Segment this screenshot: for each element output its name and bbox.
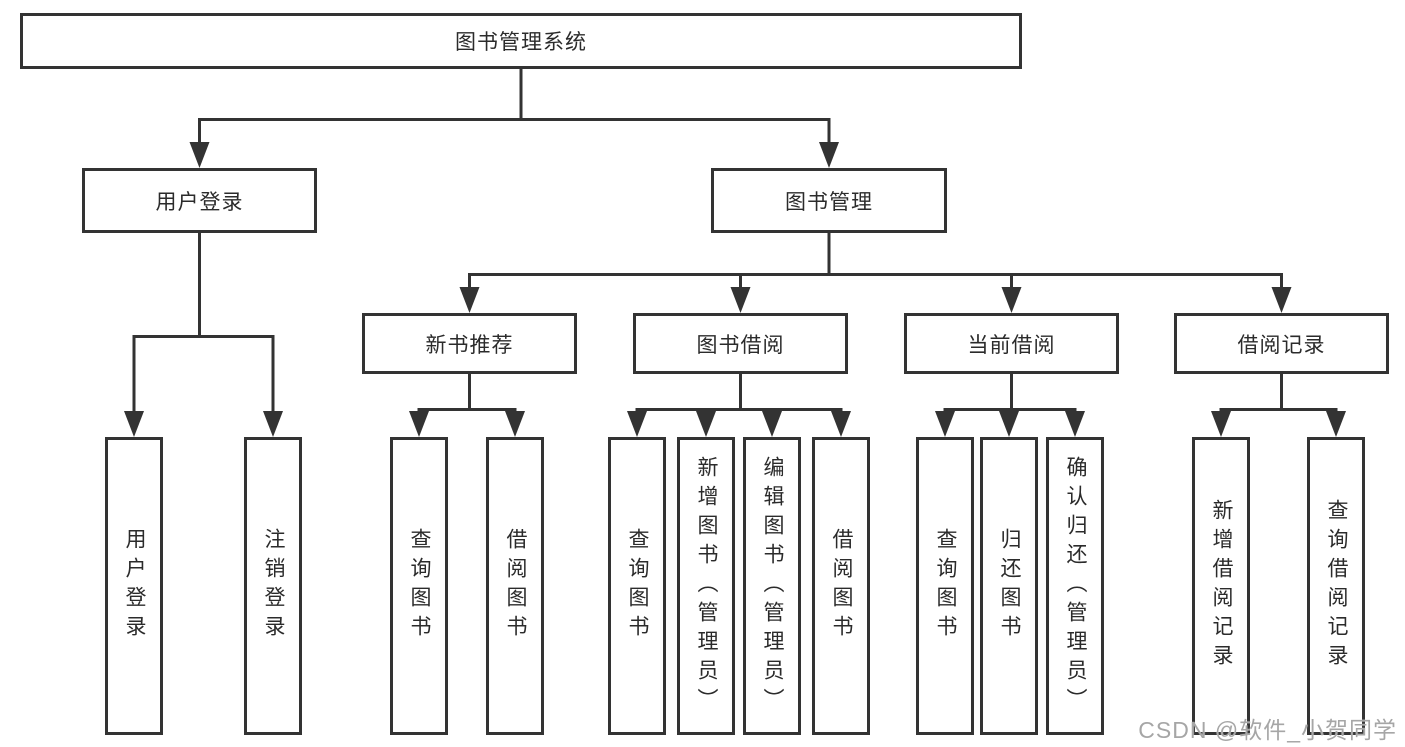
leaf-borrow-books-label: 借阅图书 (504, 528, 527, 644)
node-user-login-label: 用户登录 (155, 190, 244, 214)
node-root: 图书管理系统 (20, 13, 1022, 69)
node-borrow-records-label: 借阅记录 (1237, 333, 1326, 357)
node-borrow-records: 借阅记录 (1174, 313, 1389, 374)
leaf-confirm-return-admin: 确认归还（管理员） (1046, 437, 1104, 735)
leaf-query-books-3-label: 查询图书 (934, 528, 957, 644)
node-current-borrow-label: 当前借阅 (967, 333, 1056, 357)
node-book-borrow-label: 图书借阅 (696, 333, 785, 357)
leaf-borrow-books-2: 借阅图书 (812, 437, 870, 735)
node-current-borrow: 当前借阅 (904, 313, 1119, 374)
connector-arrowheads (124, 142, 1346, 437)
leaf-user-login-label: 用户登录 (123, 528, 146, 644)
node-new-book-recommend-label: 新书推荐 (425, 333, 514, 357)
leaf-add-books-admin-label: 新增图书（管理员） (695, 455, 718, 717)
leaf-edit-books-admin-label: 编辑图书（管理员） (761, 455, 784, 717)
leaf-return-books-label: 归还图书 (998, 528, 1021, 644)
leaf-query-books-3: 查询图书 (916, 437, 974, 735)
leaf-add-books-admin: 新增图书（管理员） (677, 437, 735, 735)
leaf-logout-label: 注销登录 (262, 528, 285, 644)
leaf-query-books-2: 查询图书 (608, 437, 666, 735)
leaf-borrow-books-2-label: 借阅图书 (830, 528, 853, 644)
node-book-management: 图书管理 (711, 168, 947, 233)
leaf-borrow-books: 借阅图书 (486, 437, 544, 735)
leaf-query-borrow-record: 查询借阅记录 (1307, 437, 1365, 735)
leaf-user-login: 用户登录 (105, 437, 163, 735)
csdn-watermark: CSDN @软件_小贺同学 (1138, 717, 1397, 743)
leaf-logout: 注销登录 (244, 437, 302, 735)
leaf-add-borrow-record-label: 新增借阅记录 (1210, 499, 1233, 673)
leaf-return-books: 归还图书 (980, 437, 1038, 735)
node-new-book-recommend: 新书推荐 (362, 313, 577, 374)
leaf-query-books-label: 查询图书 (408, 528, 431, 644)
node-book-management-label: 图书管理 (785, 190, 873, 214)
node-book-borrow: 图书借阅 (633, 313, 848, 374)
leaf-query-books: 查询图书 (390, 437, 448, 735)
leaf-query-books-2-label: 查询图书 (626, 528, 649, 644)
leaf-edit-books-admin: 编辑图书（管理员） (743, 437, 801, 735)
leaf-confirm-return-admin-label: 确认归还（管理员） (1064, 455, 1087, 717)
leaf-add-borrow-record: 新增借阅记录 (1192, 437, 1250, 735)
connector-strokes (132, 69, 1338, 411)
node-root-label: 图书管理系统 (455, 31, 587, 54)
leaf-query-borrow-record-label: 查询借阅记录 (1325, 499, 1348, 673)
node-user-login: 用户登录 (82, 168, 317, 233)
